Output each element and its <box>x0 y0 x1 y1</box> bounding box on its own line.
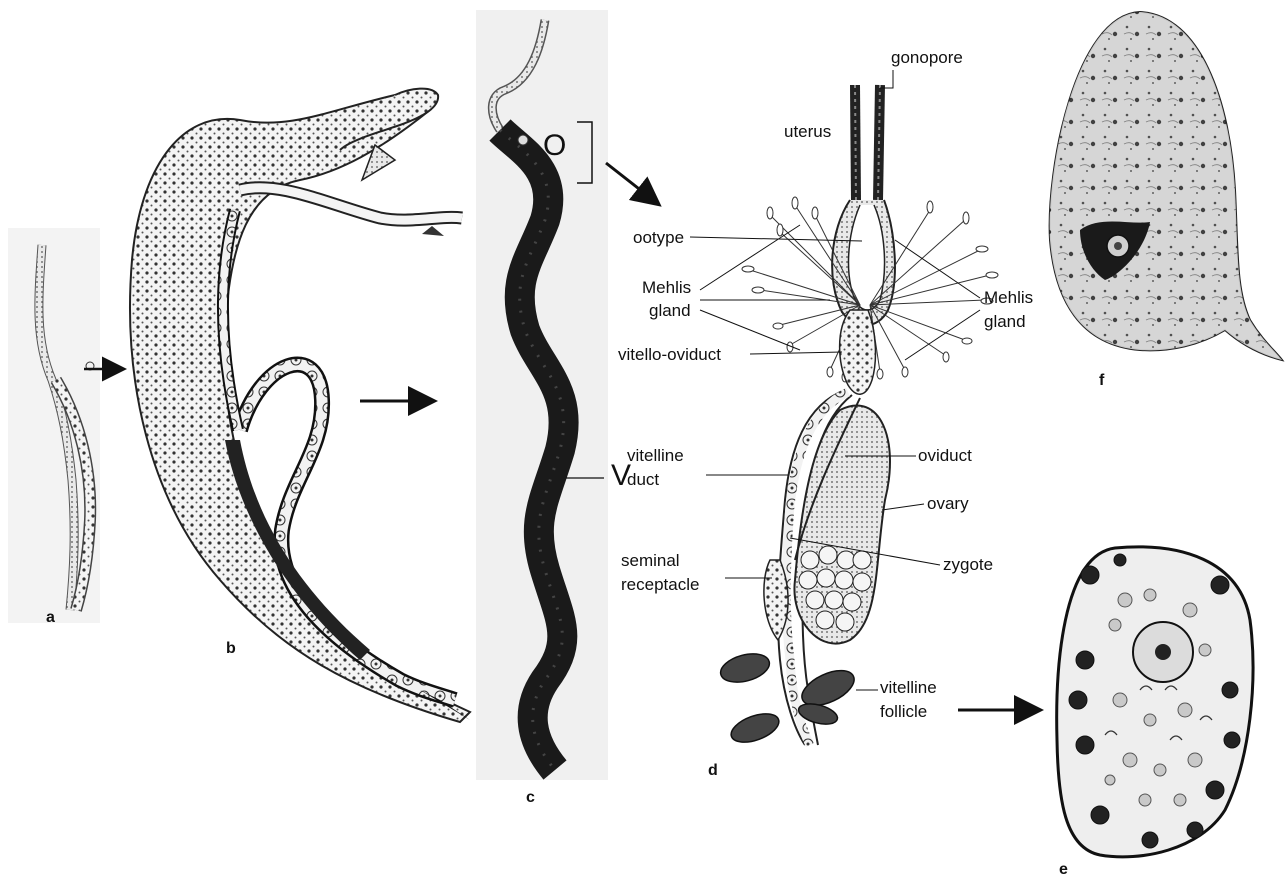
panel-a-drawing <box>8 228 100 623</box>
label-ovary: ovary <box>927 494 969 513</box>
label-gonopore: gonopore <box>891 48 963 67</box>
label-seminal-receptacle-2: receptacle <box>621 575 699 594</box>
panel-label-c: c <box>526 789 535 806</box>
panel-label-f: f <box>1099 372 1105 389</box>
label-vitelline-duct-2: duct <box>627 470 659 489</box>
label-mehlis-left-1: Mehlis <box>642 278 691 297</box>
panel-label-d: d <box>708 762 718 779</box>
marker-ovary-o: O <box>543 129 566 162</box>
label-uterus: uterus <box>784 122 831 141</box>
panel-label-e: e <box>1059 861 1068 878</box>
label-mehlis-right-2: gland <box>984 312 1026 331</box>
label-oviduct: oviduct <box>918 446 972 465</box>
label-vitelline-duct-1: vitelline <box>627 446 684 465</box>
panel-e-drawing <box>1057 547 1253 857</box>
leader-ovary <box>882 504 924 510</box>
panel-label-a: a <box>46 609 55 626</box>
label-vitelline-follicle-2: follicle <box>880 702 927 721</box>
panel-label-b: b <box>226 640 236 657</box>
panel-b-drawing <box>130 89 470 722</box>
label-mehlis-right-1: Mehlis <box>984 288 1033 307</box>
panel-d-drawing <box>717 85 998 748</box>
label-zygote: zygote <box>943 555 993 574</box>
panel-f-drawing <box>1050 12 1282 360</box>
leader-mehlis-left <box>700 225 830 350</box>
arrow-c-to-d <box>606 163 657 203</box>
label-seminal-receptacle-1: seminal <box>621 551 680 570</box>
label-ootype: ootype <box>633 228 684 247</box>
panel-c-drawing <box>476 10 608 780</box>
label-vitelline-follicle-1: vitelline <box>880 678 937 697</box>
leader-vitello-oviduct <box>750 352 842 354</box>
label-mehlis-left-2: gland <box>649 301 691 320</box>
label-vitello-oviduct: vitello-oviduct <box>618 345 721 364</box>
